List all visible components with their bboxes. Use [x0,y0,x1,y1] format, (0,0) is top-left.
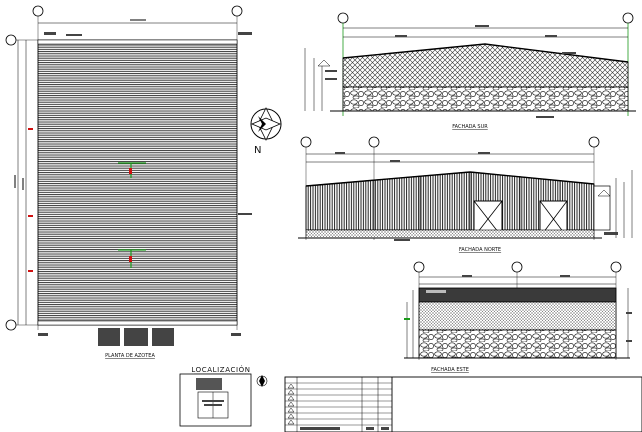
red-marker [28,215,33,217]
east-wall [418,301,617,331]
stone-wall [418,329,617,359]
grid-bubble [337,12,349,24]
grid-bubble [511,261,523,273]
red-marker [28,128,33,130]
grid-bubble [622,12,634,24]
stone-wall [342,86,629,112]
grid-bubble [368,136,380,148]
roof-truss [342,43,629,88]
grid-bubble [5,319,17,331]
site-block [196,378,222,390]
red-marker [28,270,33,272]
east-elevation: FACHADA ESTE [404,261,632,373]
roof-plan: PLANTA DE AZOTEA [5,5,252,359]
north-label: N [254,145,261,156]
grid-bubble [231,5,243,17]
roof-surface [37,39,238,326]
south-elevation-title: FACHADA SUR [452,124,488,130]
grid-bubble [32,5,44,17]
slope-arrow-up [118,162,146,178]
roof-plan-title: PLANTA DE AZOTEA [105,353,155,359]
title-block [284,376,642,432]
grid-bubble [610,261,622,273]
east-elevation-title: FACHADA ESTE [431,367,469,373]
annex-block [98,328,120,346]
north-arrow: N [250,107,282,156]
location-title: LOCALIZACIÓN [191,365,250,374]
north-elevation-title: FACHADA NORTE [459,247,501,253]
south-elevation: FACHADA SUR [304,12,636,130]
annex-block [152,328,174,346]
grid-bubble [5,34,17,46]
grid-bubble [588,136,600,148]
annex-block [124,328,148,346]
grid-bubble [300,136,312,148]
grid-bubble [413,261,425,273]
location-map: LOCALIZACIÓN [179,365,268,427]
roof-band [418,287,617,303]
north-elevation: FACHADA NORTE [298,136,633,253]
facade-base [305,229,595,239]
slope-arrow-down [118,249,146,268]
